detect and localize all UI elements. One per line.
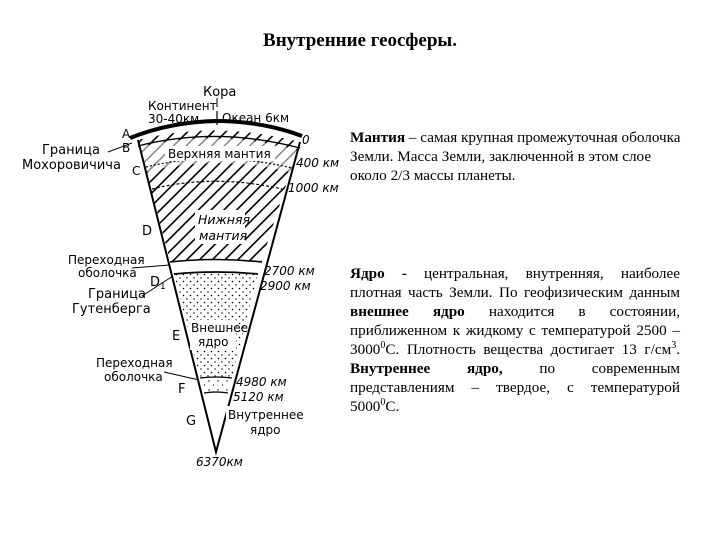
wedge-outline [137, 139, 301, 456]
mantle-paragraph: Мантия – самая крупная промежуточная обо… [350, 128, 686, 185]
inner-core-layer [204, 392, 228, 452]
moho-label-2: Мохоровичича [22, 158, 121, 173]
boundary-1000 [151, 180, 287, 191]
transition-label-1b: оболочка [78, 266, 137, 280]
transition-label-2b: оболочка [104, 370, 163, 384]
boundary-4980 [199, 376, 233, 379]
core-term: Ядро - [350, 265, 407, 282]
gutenberg-label-2: Гутенберга [72, 302, 151, 317]
page-title: Внутренние геосферы. [263, 30, 457, 51]
mantle-term: Мантия [350, 129, 406, 146]
lower-mantle-label-2: мантия [199, 228, 248, 243]
outer-core-label-1: Внешнее [191, 321, 248, 335]
layer-letter-d1: D1 [150, 275, 166, 292]
inner-core-label-2: ядро [250, 423, 280, 437]
outer-core-label-2: ядро [198, 335, 228, 349]
depth-1000-label: 1000 км [288, 181, 339, 195]
crust-label: Кора [203, 85, 236, 100]
layer-letter-f: F [178, 382, 185, 397]
depth-6370-label: 6370км [196, 455, 243, 469]
inner-core-label-1: Внутреннее [228, 408, 304, 422]
mantle-description: – самая крупная промежуточная оболочка З… [350, 129, 681, 184]
transition-shell-f [200, 377, 232, 393]
layer-letter-d: D [142, 224, 152, 239]
lower-mantle-label-1: Нижняя [198, 212, 250, 227]
transition-label-2a: Переходная [96, 356, 173, 370]
depth-2900-label: 2900 км [260, 279, 311, 293]
layer-letter-a: A [122, 127, 131, 141]
inner-core-term: Внутреннее ядро, [350, 360, 503, 377]
core-paragraph: Ядро - центральная, внутренняя, наиболее… [350, 265, 681, 415]
crust-line [129, 118, 303, 140]
layer-letter-c: C [132, 164, 140, 178]
boundary-2900 [173, 271, 259, 275]
continent-label: Континент [148, 99, 217, 113]
transition-label-1a: Переходная [68, 253, 145, 267]
depth-5120-label: 5120 км [233, 390, 284, 404]
upper-mantle-label: Верхняя мантия [168, 147, 271, 161]
boundary-2700 [169, 258, 263, 263]
boundary-5120 [203, 391, 229, 394]
layer-letter-e: E [172, 329, 180, 344]
depth-0-label: 0 [302, 133, 310, 147]
ocean-label: Океан 6км [222, 111, 289, 125]
layer-letter-g: G [186, 414, 196, 429]
depth-4980-label: 4980 км [236, 375, 287, 389]
moho-label-1: Граница [42, 143, 100, 158]
layer-letter-b: B [122, 141, 130, 155]
outer-core-term: внешнее ядро [350, 303, 465, 320]
transition-shell-d1 [170, 259, 262, 274]
continent-depth-label: 30-40км [148, 112, 199, 126]
gutenberg-label-1: Граница [88, 287, 146, 302]
depth-400-label: 400 км [296, 156, 339, 170]
depth-2700-label: 2700 км [264, 264, 315, 278]
